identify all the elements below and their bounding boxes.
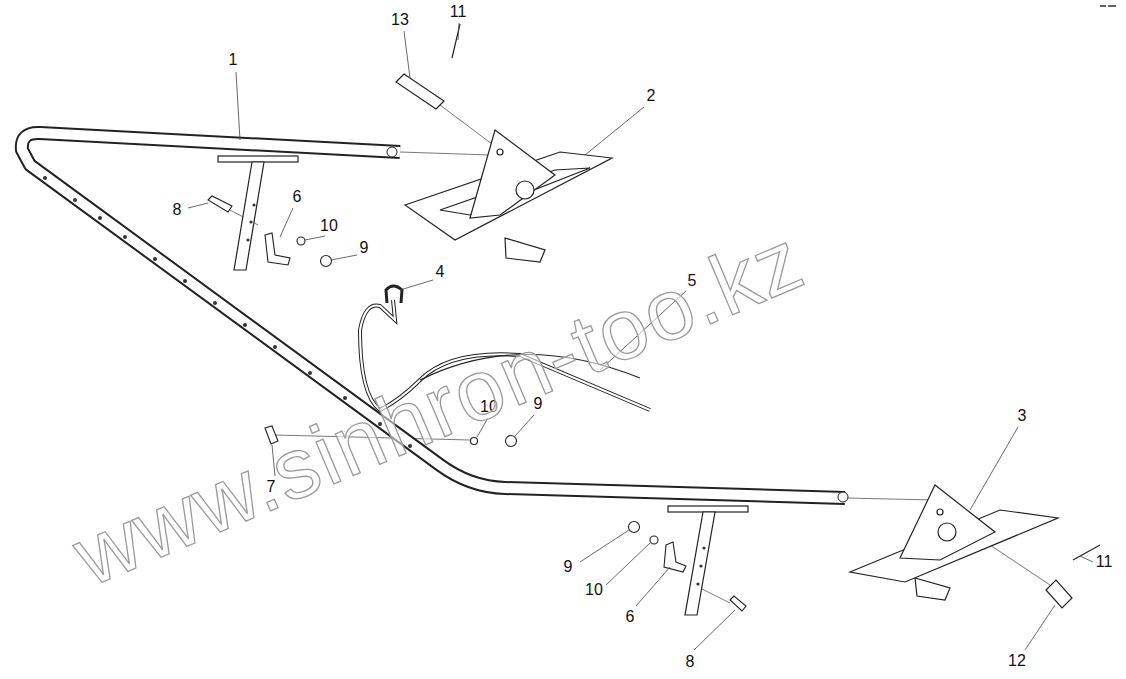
callout-number: 11 xyxy=(1096,554,1113,570)
callout-number: 9 xyxy=(360,240,369,256)
callout-number: 6 xyxy=(626,609,635,625)
callout-number: 2 xyxy=(647,88,656,104)
callout-number: 8 xyxy=(173,202,182,218)
callout-number: 10 xyxy=(585,582,603,598)
callout-number: 10 xyxy=(320,218,338,234)
callout-number: 4 xyxy=(436,264,445,280)
callout-number: 12 xyxy=(1008,653,1026,669)
callout-number: 8 xyxy=(686,654,695,670)
callout-number: 6 xyxy=(293,189,302,205)
callout-number: 9 xyxy=(564,559,573,575)
callout-number: 11 xyxy=(450,4,467,20)
callout-number: 13 xyxy=(391,12,409,28)
callout-number: 1 xyxy=(229,52,238,68)
callout-number: 3 xyxy=(1018,408,1027,424)
